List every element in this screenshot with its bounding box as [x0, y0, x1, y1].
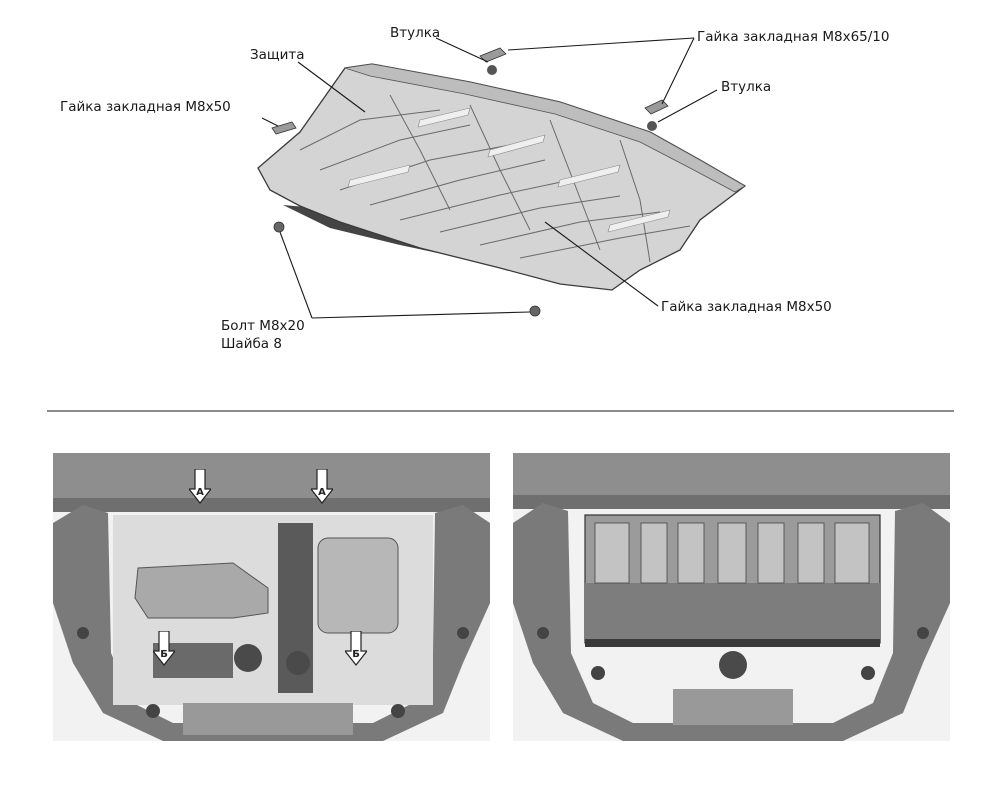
leader-lines: [261, 37, 718, 319]
nut-m8x65-right: [644, 99, 669, 115]
plate-ribs: [299, 94, 691, 263]
bushing-top: [487, 65, 497, 75]
label-vtulka-top: Втулка: [390, 25, 441, 41]
label-bolt: Болт М8х20: [221, 318, 305, 334]
photo-after-installation: [513, 453, 950, 741]
hardware: [271, 47, 669, 317]
marker-label-a-1: А: [196, 487, 204, 498]
label-zashita: Защита: [250, 47, 305, 63]
bolt-right: [529, 305, 541, 317]
undercarriage-after: [513, 453, 950, 741]
photo-before-installation: А А Б Б: [53, 453, 490, 741]
label-vtulka-right: Втулка: [721, 79, 772, 95]
skid-plate-drawing: [257, 37, 747, 319]
plate-slots: [347, 107, 671, 233]
label-gaika-m8x50-right: Гайка закладная М8х50: [661, 299, 832, 315]
label-gaika-m8x65: Гайка закладная М8х65/10: [697, 29, 890, 45]
marker-arrow-b-2: Б: [345, 631, 367, 666]
nut-m8x50-left: [271, 121, 297, 135]
bushing-right: [647, 121, 657, 131]
marker-label-b-2: Б: [352, 649, 360, 660]
undercarriage-before: [53, 453, 490, 741]
marker-arrow-a-2: А: [311, 469, 333, 504]
marker-label-a-2: А: [318, 487, 326, 498]
label-shaiba: Шайба 8: [221, 336, 282, 352]
marker-label-b-1: Б: [160, 649, 168, 660]
label-gaika-m8x50-left: Гайка закладная М8х50: [60, 99, 231, 115]
marker-arrow-b-1: Б: [153, 631, 175, 666]
bolt-left: [273, 221, 285, 233]
marker-arrow-a-1: А: [189, 469, 211, 504]
section-divider: [47, 410, 954, 412]
exploded-diagram: Защита Втулка Гайка закладная М8х65/10 В…: [0, 0, 1000, 380]
plate-front-edge: [344, 63, 746, 193]
